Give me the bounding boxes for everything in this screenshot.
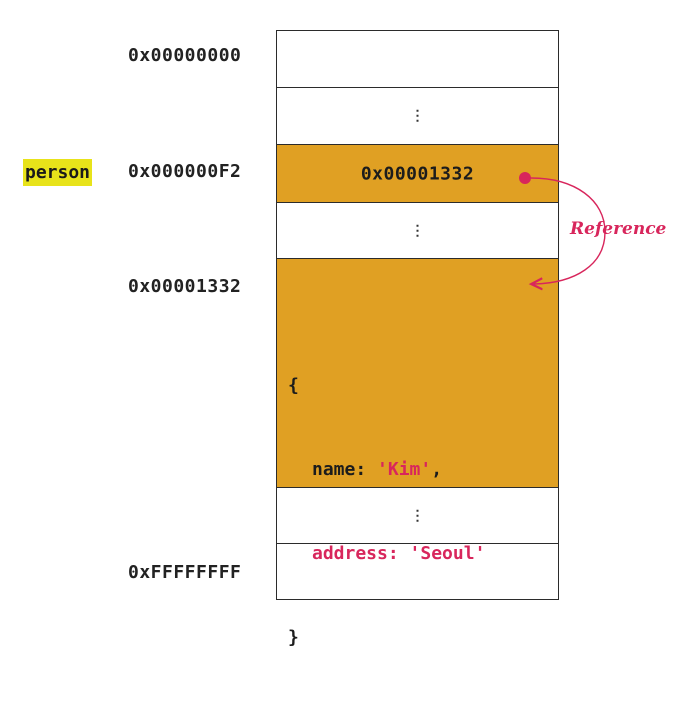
ellipsis-icon: ⋮ <box>410 507 425 524</box>
object-property-name: name: 'Kim', <box>312 459 443 480</box>
address-start: 0x00000000 <box>128 45 242 66</box>
property-value-address: 'Seoul' <box>409 543 486 564</box>
reference-curve <box>531 177 606 284</box>
memory-cell-object <box>277 259 558 488</box>
property-key-address: address: <box>312 543 399 564</box>
property-key-name: name: <box>312 459 367 480</box>
memory-column: ⋮ 0x00001332 ⋮ ⋮ <box>276 30 559 600</box>
variable-label-person: person <box>23 159 93 186</box>
property-value-name: 'Kim' <box>377 459 432 480</box>
ellipsis-icon: ⋮ <box>410 108 425 124</box>
person-cell-value: 0x00001332 <box>360 163 475 184</box>
memory-cell-person: 0x00001332 <box>277 145 558 203</box>
reference-origin-dot-icon <box>519 172 531 184</box>
object-property-address: address: 'Seoul' <box>288 540 485 568</box>
memory-cell-gap-2: ⋮ <box>277 203 558 259</box>
object-close-brace: } <box>288 627 299 648</box>
reference-arrow <box>519 172 606 622</box>
ellipsis-icon: ⋮ <box>410 222 425 239</box>
address-person: 0x000000F2 <box>128 161 242 182</box>
memory-cell-gap-1: ⋮ <box>277 88 558 145</box>
reference-label: Reference <box>570 219 667 239</box>
memory-diagram: person 0x00000000 0x000000F2 0x00001332 … <box>23 30 667 648</box>
address-object: 0x00001332 <box>128 276 242 297</box>
object-open-brace: { <box>288 375 299 396</box>
memory-cell-start <box>277 31 558 88</box>
address-end: 0xFFFFFFFF <box>128 562 242 583</box>
memory-cell-gap-3: ⋮ <box>277 488 558 544</box>
